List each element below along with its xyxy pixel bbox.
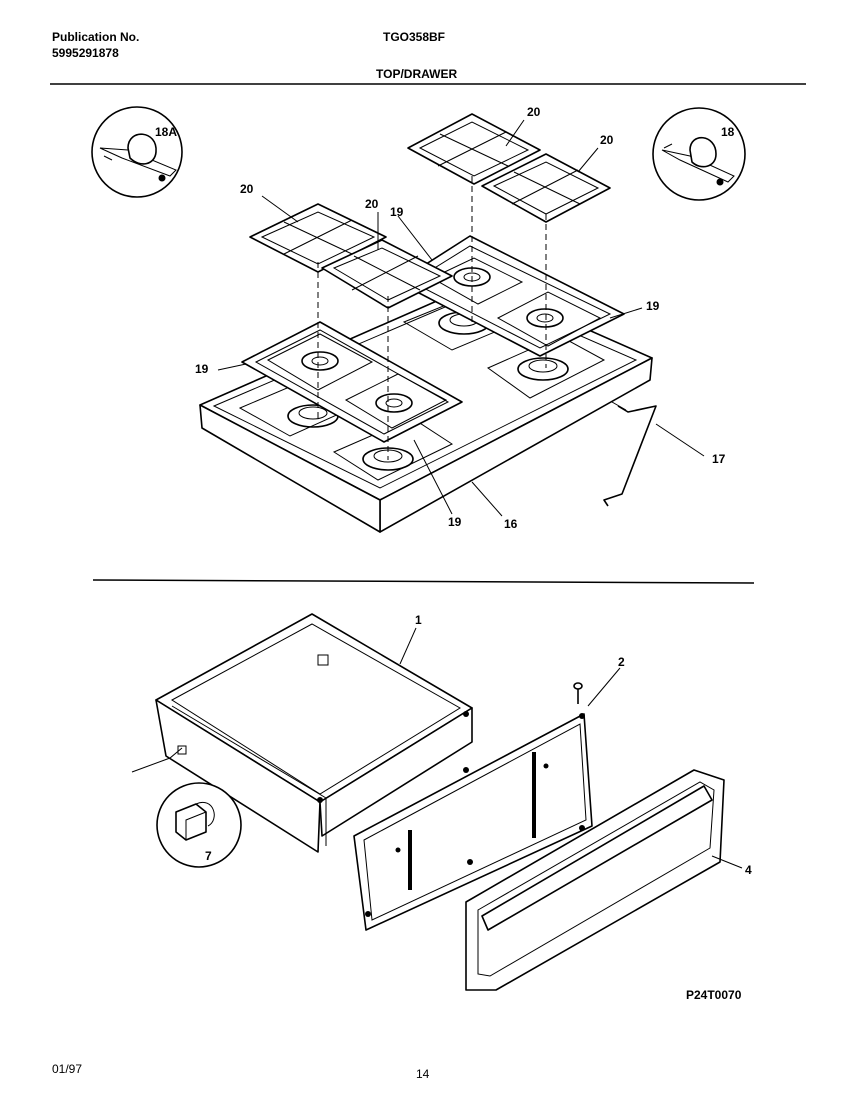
callout-18a: 18A [155, 125, 177, 139]
callout-20: 20 [527, 105, 541, 119]
drawer-body [155, 613, 473, 853]
callout-19: 19 [448, 515, 462, 529]
callout-16: 16 [504, 517, 518, 531]
publication-number: 5995291878 [52, 46, 119, 60]
publication-label: Publication No. [52, 30, 140, 44]
callout-20: 20 [240, 182, 254, 196]
section-title: TOP/DRAWER [376, 67, 458, 81]
callout-18: 18 [721, 125, 735, 139]
callout-19: 19 [646, 299, 660, 313]
detail-18a-circle [91, 106, 183, 198]
lid-support-rod [603, 405, 657, 507]
detail-18-circle [652, 107, 746, 201]
grate-right-front [481, 153, 611, 223]
callout-1: 1 [415, 613, 422, 627]
footer-date: 01/97 [52, 1062, 83, 1076]
callout-20: 20 [365, 197, 379, 211]
burner-pan-left [241, 321, 463, 443]
section-divider [92, 579, 755, 584]
model-number: TGO358BF [383, 30, 446, 44]
callout-20: 20 [600, 133, 614, 147]
callout-19: 19 [195, 362, 209, 376]
diagram-code: P24T0070 [686, 988, 742, 1002]
drawer-front-panel [353, 682, 593, 931]
callout-7: 7 [205, 849, 212, 863]
grate-right-back [407, 113, 541, 185]
callout-2: 2 [618, 655, 625, 669]
callout-4: 4 [745, 863, 752, 877]
burner-pan-right [397, 235, 625, 357]
grate-left-back [249, 203, 387, 273]
drawer-handle-panel [465, 769, 725, 991]
callout-19: 19 [390, 205, 404, 219]
page-number: 14 [416, 1067, 430, 1081]
callout-17: 17 [712, 452, 726, 466]
grate-left-front [321, 239, 453, 309]
detail-7-circle [156, 782, 242, 868]
